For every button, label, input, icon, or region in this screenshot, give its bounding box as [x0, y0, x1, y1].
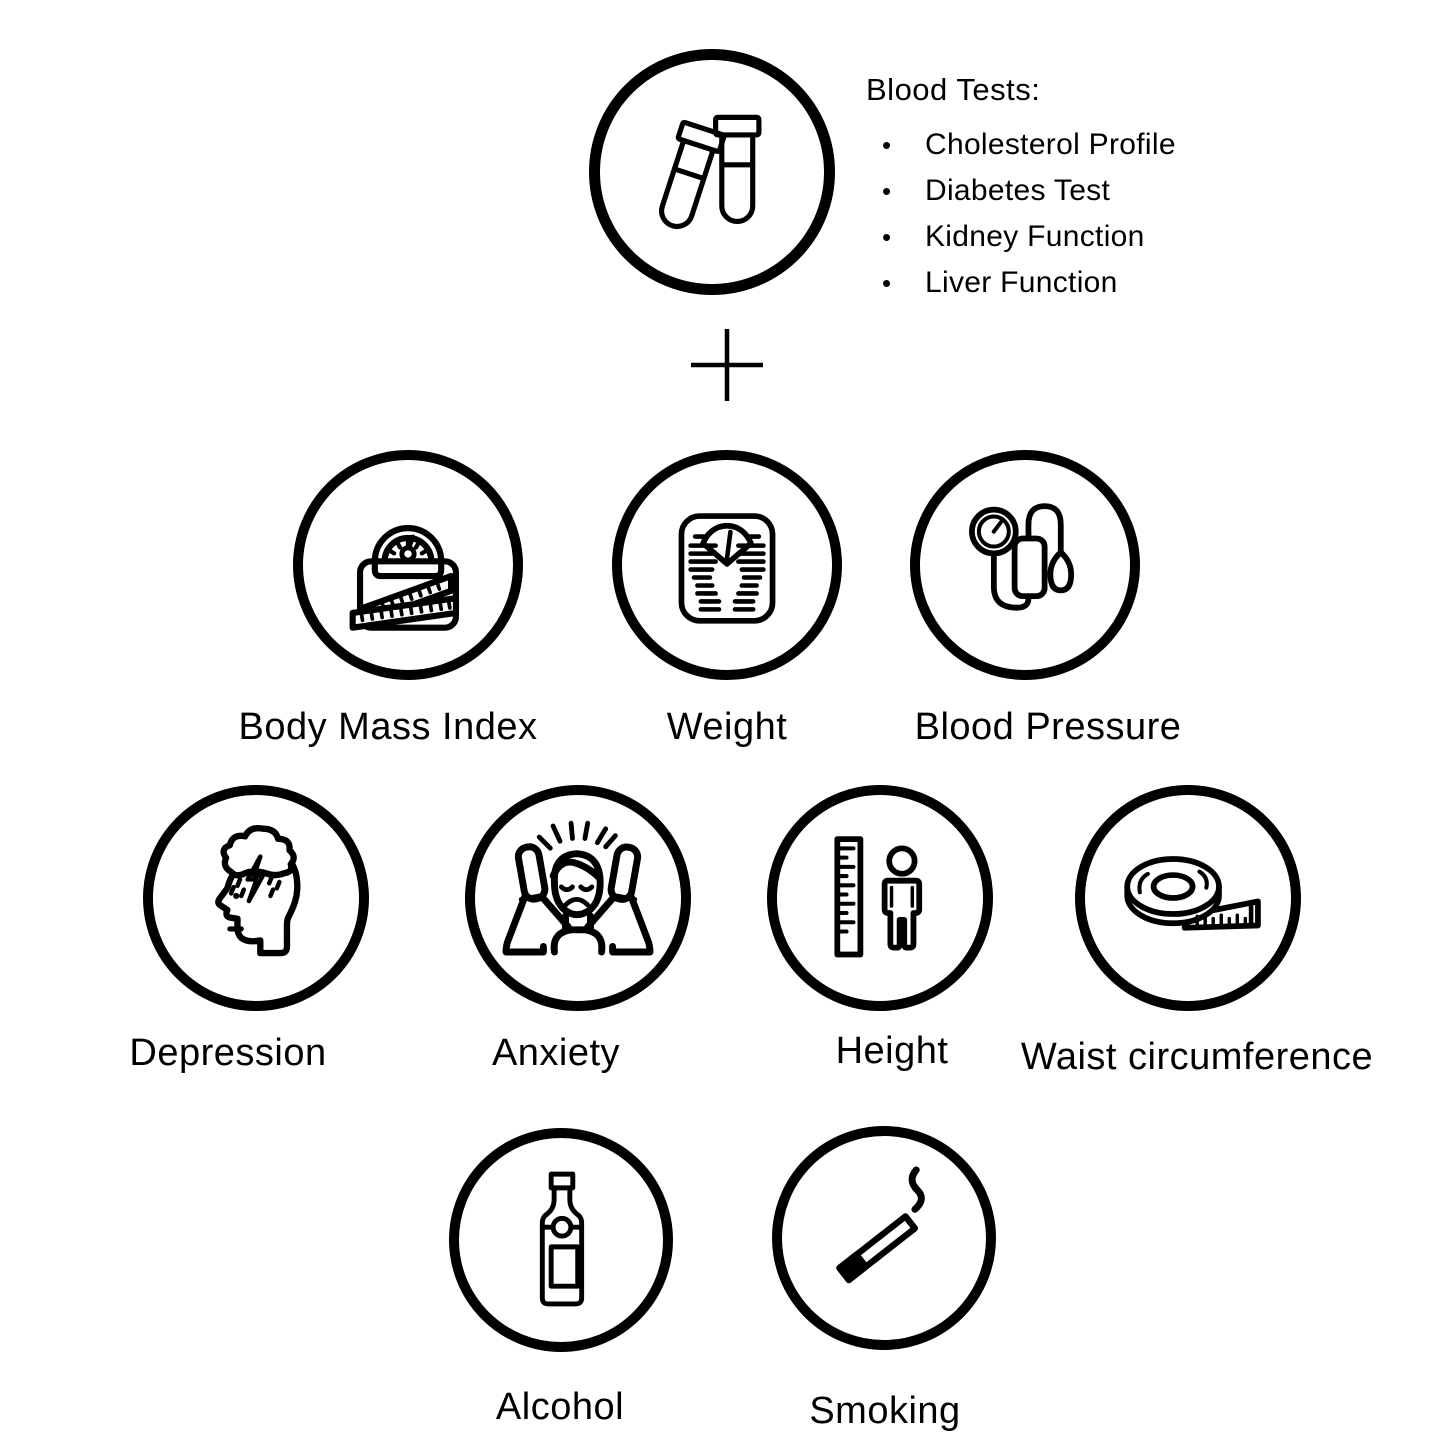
blood-pressure-label: Blood Pressure: [914, 706, 1182, 748]
list-item: • Diabetes Test: [866, 168, 1176, 214]
plus-icon: [687, 325, 767, 410]
blood-pressure-circle: [910, 450, 1140, 680]
list-item-label: Diabetes Test: [925, 174, 1111, 207]
list-item-label: Cholesterol Profile: [925, 128, 1176, 161]
bullet-icon: •: [882, 268, 892, 298]
alcohol-label: Alcohol: [495, 1386, 625, 1428]
bullet-icon: •: [882, 130, 892, 160]
cigarette-icon: [835, 1165, 925, 1283]
list-item-label: Liver Function: [925, 266, 1118, 299]
depression-circle: [143, 785, 369, 1011]
list-item: • Kidney Function: [866, 214, 1176, 260]
anxiety-circle: [465, 785, 691, 1011]
blood-tests-list: • Cholesterol Profile • Diabetes Test • …: [866, 122, 1176, 306]
bmi-scale-tape-icon: [349, 525, 460, 631]
alcohol-circle: [449, 1128, 673, 1352]
blood-tests-text-block: Blood Tests: • Cholesterol Profile • Dia…: [866, 72, 1176, 306]
depression-label: Depression: [129, 1032, 327, 1074]
bmi-circle: [293, 450, 523, 680]
blood-tests-heading: Blood Tests:: [866, 72, 1041, 107]
bullet-icon: •: [882, 176, 892, 206]
smoking-circle: [772, 1126, 996, 1350]
waist-circle: [1075, 785, 1301, 1011]
measuring-tape-icon: [1124, 856, 1261, 931]
head-storm-cloud-icon: [214, 824, 300, 956]
blood-tests-circle: [589, 49, 835, 295]
height-circle: [767, 785, 993, 1011]
stressed-person-icon: [502, 820, 654, 956]
ruler-person-icon: [834, 836, 923, 958]
anxiety-label: Anxiety: [491, 1032, 621, 1074]
height-label: Height: [835, 1030, 949, 1072]
bmi-label: Body Mass Index: [238, 706, 538, 748]
list-item-label: Kidney Function: [925, 220, 1145, 253]
bottle-icon: [539, 1171, 585, 1307]
weight-label: Weight: [666, 706, 788, 748]
weight-circle: [612, 450, 842, 680]
list-item: • Liver Function: [866, 260, 1176, 306]
test-tubes-icon: [659, 114, 762, 230]
bathroom-scale-icon: [678, 513, 776, 624]
smoking-label: Smoking: [809, 1390, 961, 1432]
waist-label: Waist circumference: [1020, 1036, 1374, 1078]
bullet-icon: •: [882, 222, 892, 252]
list-item: • Cholesterol Profile: [866, 122, 1176, 168]
blood-pressure-monitor-icon: [969, 503, 1075, 611]
